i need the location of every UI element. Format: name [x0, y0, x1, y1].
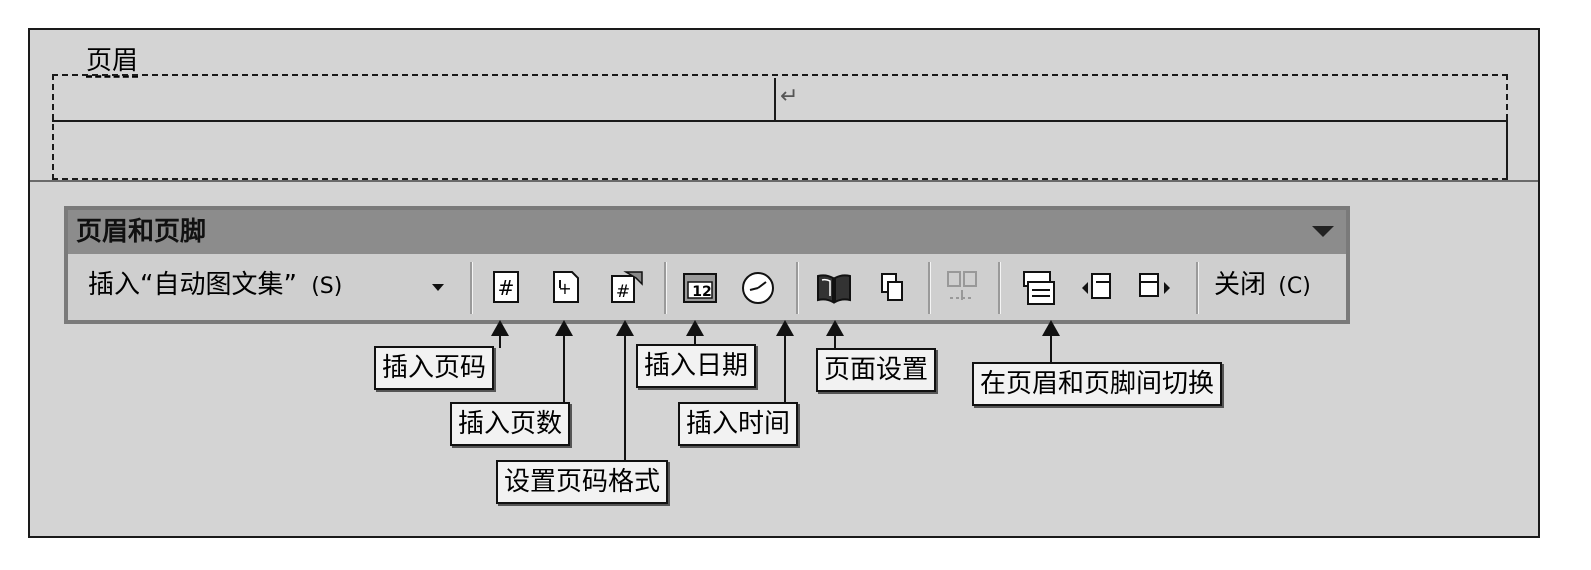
- toolbar-button-row: 插入“自动图文集” (S) # + # 12: [68, 254, 1346, 320]
- callout-switch-header-footer: 在页眉和页脚间切换: [972, 362, 1223, 406]
- arrow-head: [1042, 320, 1060, 336]
- callout-insert-page-number: 插入页码: [374, 346, 495, 390]
- same-as-previous-icon[interactable]: [942, 268, 982, 308]
- format-page-number-icon[interactable]: #: [606, 268, 646, 308]
- page-count-icon[interactable]: +: [546, 268, 586, 308]
- arrow-line: [834, 334, 836, 350]
- arrow-head: [826, 320, 844, 336]
- callout-insert-page-count: 插入页数: [450, 402, 571, 446]
- toolbar-separator: [998, 262, 1001, 314]
- clock-icon[interactable]: [738, 268, 778, 308]
- toolbar-options-chevron-down-icon[interactable]: [1312, 226, 1334, 237]
- show-next-icon[interactable]: [1136, 268, 1176, 308]
- document-window: 页眉 ↵ 页眉和页脚 插入“自动图文集” (S) # +: [28, 28, 1540, 538]
- paragraph-mark: ↵: [780, 84, 799, 109]
- svg-text:+: +: [558, 279, 571, 298]
- toolbar-separator: [1196, 262, 1199, 314]
- header-text-row-divider: [52, 120, 1508, 122]
- toolbar-separator: [664, 262, 667, 314]
- insert-autotext-label: 插入“自动图文集”: [88, 270, 297, 300]
- arrow-head: [491, 320, 509, 336]
- arrow-line: [563, 334, 565, 406]
- toolbar-separator: [796, 262, 799, 314]
- svg-text:#: #: [616, 282, 630, 302]
- header-area-label: 页眉: [86, 46, 139, 76]
- close-label: 关闭: [1214, 270, 1267, 300]
- arrow-line: [499, 334, 501, 348]
- text-cursor: [774, 78, 776, 120]
- svg-text:12: 12: [692, 284, 711, 300]
- page-edge-line: [30, 180, 1538, 182]
- arrow-line: [694, 334, 696, 346]
- autotext-dropdown-arrow-icon[interactable]: [432, 284, 444, 291]
- toolbar-title[interactable]: 页眉和页脚: [68, 210, 1346, 254]
- toolbar-title-text: 页眉和页脚: [76, 217, 207, 247]
- book-icon[interactable]: [814, 268, 854, 308]
- arrow-head: [616, 320, 634, 336]
- arrow-line: [1050, 334, 1052, 364]
- arrow-head: [686, 320, 704, 336]
- show-previous-icon[interactable]: [1078, 268, 1118, 308]
- toolbar-separator: [928, 262, 931, 314]
- header-inner-border: [1506, 120, 1508, 180]
- page-number-icon[interactable]: #: [486, 268, 526, 308]
- close-shortcut: (C): [1278, 274, 1311, 299]
- insert-autotext-shortcut: (S): [311, 274, 343, 299]
- arrow-head: [776, 320, 794, 336]
- date-icon[interactable]: 12: [680, 268, 720, 308]
- arrow-line: [624, 334, 626, 462]
- callout-insert-time: 插入时间: [678, 402, 799, 446]
- switch-header-footer-icon[interactable]: [1018, 268, 1058, 308]
- svg-text:#: #: [498, 276, 515, 300]
- header-footer-toolbar[interactable]: 页眉和页脚 插入“自动图文集” (S) # + #: [64, 206, 1350, 324]
- callout-page-setup: 页面设置: [816, 348, 937, 392]
- arrow-head: [555, 320, 573, 336]
- close-button[interactable]: 关闭 (C): [1214, 268, 1311, 304]
- toolbar-separator: [470, 262, 473, 314]
- show-text-icon[interactable]: [872, 268, 912, 308]
- callout-format-page-number: 设置页码格式: [496, 460, 669, 504]
- callout-insert-date: 插入日期: [636, 344, 757, 388]
- arrow-line: [784, 334, 786, 404]
- insert-autotext-button[interactable]: 插入“自动图文集” (S): [88, 268, 342, 304]
